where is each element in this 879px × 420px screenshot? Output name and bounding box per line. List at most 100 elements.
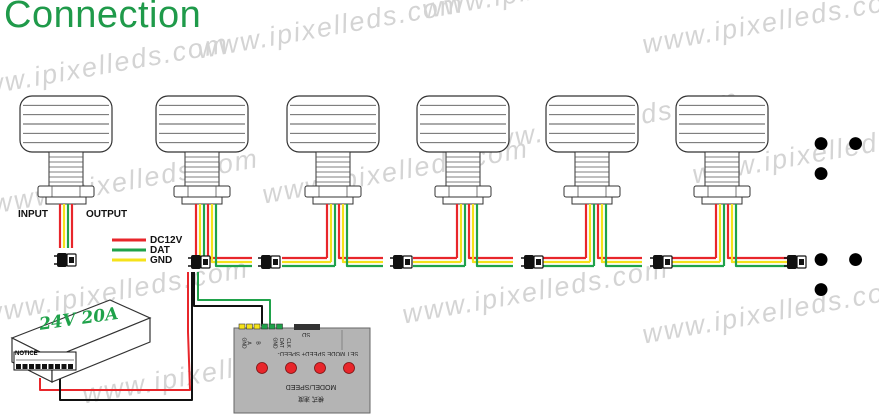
connector-male — [653, 255, 663, 269]
connector — [390, 255, 413, 269]
psu-terminal — [61, 364, 67, 369]
pixel-light — [675, 95, 769, 205]
controller-pin-label-gnd: GND — [271, 337, 278, 349]
wire-red — [596, 204, 642, 260]
pixel-light — [545, 95, 639, 205]
wire-yellow — [600, 204, 642, 264]
psu-terminal — [48, 364, 54, 369]
psu-terminal — [35, 364, 41, 369]
power-supply — [10, 299, 152, 383]
pixel-nut — [693, 185, 751, 198]
connector — [188, 255, 211, 269]
controller-terminal — [261, 323, 268, 330]
wire-yellow — [730, 204, 772, 264]
connector-male — [787, 255, 797, 269]
controller-pin-label-clk: CLK — [284, 338, 291, 348]
connector — [521, 255, 544, 269]
pixel-neck — [184, 151, 220, 187]
controller-terminal — [276, 323, 283, 330]
controller-sd-slot — [294, 324, 320, 330]
wire-red — [337, 204, 383, 260]
controller-pin-label-a: A — [245, 341, 252, 345]
wire-red — [206, 204, 252, 260]
connector-male — [261, 255, 271, 269]
wire-yellow — [341, 204, 383, 264]
psu-terminal — [42, 364, 47, 369]
controller-pin-label-b: B — [254, 341, 261, 345]
wire-red — [726, 204, 772, 260]
pixel-lights — [19, 95, 769, 205]
connector-pin — [273, 259, 278, 265]
connector-male — [524, 255, 534, 269]
connector-pin — [536, 259, 541, 265]
controller-button — [314, 362, 326, 374]
pixel-base — [571, 196, 613, 205]
wire-green — [345, 204, 383, 268]
controller-buttons-label: SET MODE SPEED+ SPEED- — [277, 350, 359, 356]
wire-red — [39, 272, 191, 391]
connector-pin — [203, 259, 208, 265]
pixel-base — [312, 196, 354, 205]
legend-label-dc12v: DC12V — [150, 235, 183, 246]
pixel-nut — [37, 185, 95, 198]
psu-terminal — [16, 364, 21, 369]
connector — [54, 253, 77, 267]
connector — [650, 255, 673, 269]
pixel-base — [45, 196, 87, 205]
more-pixels-indicator: ● ● ● — [812, 126, 869, 189]
output-label: OUTPUT — [86, 209, 128, 220]
controller-sd-label: SD — [302, 331, 311, 337]
pixel-base — [701, 196, 743, 205]
pixel-light — [416, 95, 510, 205]
controller-terminal — [238, 323, 246, 330]
wire-green — [197, 272, 271, 326]
wire-green — [734, 204, 772, 268]
wire-yellow — [210, 204, 252, 264]
pixel-nut — [434, 185, 492, 198]
controller-button — [343, 362, 355, 374]
pixel-neck — [704, 151, 740, 187]
pixel-nut — [304, 185, 362, 198]
more-pixels-indicator: ● ● ● — [812, 242, 869, 305]
page-title: Connection — [4, 0, 202, 36]
psu-terminal — [29, 364, 34, 369]
wire-red — [467, 204, 513, 260]
pixel-light — [19, 95, 113, 205]
pixel-nut — [563, 185, 621, 198]
controller-pin-label-dat: DAT — [277, 338, 284, 348]
input-label: INPUT — [18, 209, 48, 220]
controller-bottom-label: MODEL/SPEED — [285, 383, 337, 390]
connector-pin — [799, 259, 804, 265]
pixel-light — [155, 95, 249, 205]
pixel-neck — [445, 151, 481, 187]
wire-black — [193, 272, 263, 326]
wire-yellow — [471, 204, 513, 264]
wire-black — [59, 272, 193, 401]
pixel-neck — [48, 151, 84, 187]
wire-green — [604, 204, 642, 268]
wire-green — [214, 204, 252, 268]
connector-pin — [69, 257, 74, 263]
controller-terminal — [253, 323, 261, 330]
controller — [233, 323, 371, 414]
wires — [39, 204, 790, 401]
connector — [258, 255, 281, 269]
connector-pin — [405, 259, 410, 265]
connector-male — [57, 253, 67, 267]
pixel-nut — [173, 185, 231, 198]
legend-label-dat: DAT — [150, 245, 170, 256]
controller-terminal — [246, 323, 253, 330]
controller-bottom-label-cn: 模式 速度 — [298, 395, 324, 402]
power-supply-notice: NOTICE — [15, 351, 38, 357]
psu-terminal — [55, 364, 60, 369]
controller-button — [256, 362, 268, 374]
pixel-neck — [574, 151, 610, 187]
connector — [784, 255, 807, 269]
pixel-base — [181, 196, 223, 205]
psu-terminal — [68, 364, 73, 369]
wire-green — [475, 204, 513, 268]
legend-lines — [112, 238, 146, 262]
pixel-light — [286, 95, 380, 205]
